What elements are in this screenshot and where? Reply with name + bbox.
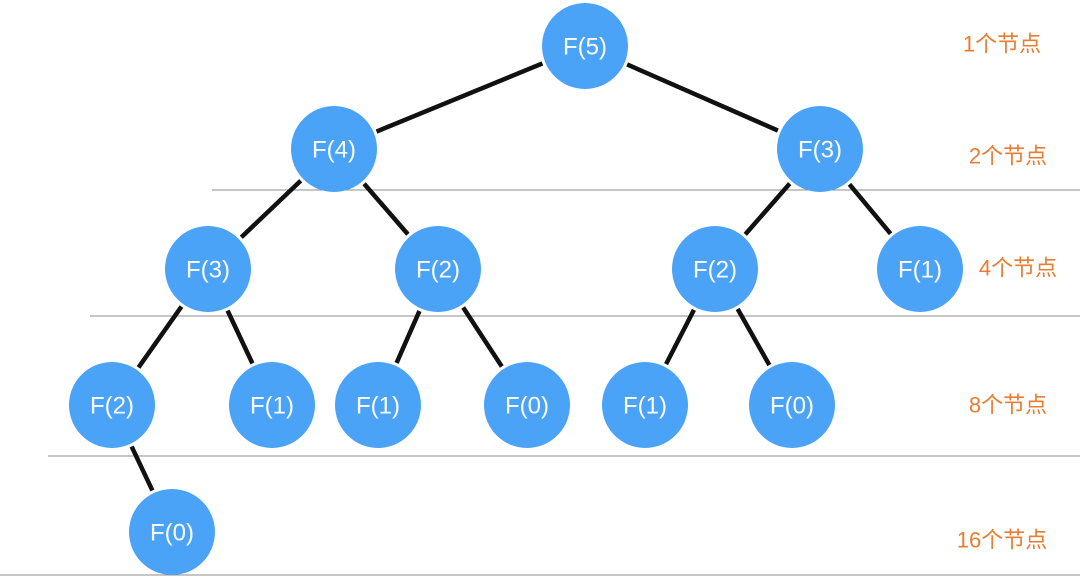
node-circle [484, 362, 570, 448]
level-dividers [0, 189, 1080, 576]
node-circle [165, 226, 251, 312]
tree-edge [461, 306, 504, 368]
node-circle [877, 226, 963, 312]
node-label: F(0) [505, 393, 549, 420]
tree-edge [664, 308, 696, 366]
tree-node: F(5) [542, 3, 628, 89]
tree-edge [129, 445, 155, 492]
node-label: F(1) [250, 393, 294, 420]
tree-node: F(0) [484, 362, 570, 448]
node-label: F(2) [90, 393, 134, 420]
tree-node: F(1) [602, 362, 688, 448]
node-circle [602, 362, 688, 448]
tree-edge [136, 305, 184, 369]
tree-node: F(0) [129, 489, 215, 575]
node-label: F(3) [798, 137, 842, 164]
node-circle [69, 362, 155, 448]
node-label: F(2) [693, 257, 737, 284]
level-label-1: 1个节点 [963, 32, 1041, 57]
tree-node: F(1) [335, 362, 421, 448]
node-circle [229, 362, 315, 448]
node-circle [395, 226, 481, 312]
level-label-3: 4个节点 [979, 256, 1057, 281]
node-label: F(1) [898, 257, 942, 284]
tree-node: F(3) [165, 226, 251, 312]
tree-node: F(2) [69, 362, 155, 448]
tree-edge [743, 182, 792, 236]
node-label: F(0) [150, 520, 194, 547]
node-circle [129, 489, 215, 575]
level-label-4: 8个节点 [969, 393, 1047, 418]
tree-node: F(3) [777, 106, 863, 192]
node-label: F(3) [186, 257, 230, 284]
node-circle [777, 106, 863, 192]
tree-node: F(1) [229, 362, 315, 448]
level-label-2: 2个节点 [969, 144, 1047, 169]
node-label: F(1) [356, 393, 400, 420]
tree-edges [129, 61, 893, 492]
tree-node: F(1) [877, 226, 963, 312]
node-label: F(5) [563, 34, 607, 61]
node-circle [542, 3, 628, 89]
tree-node: F(2) [672, 226, 758, 312]
tree-edge [394, 310, 422, 364]
tree-node: F(0) [749, 362, 835, 448]
node-circle [291, 106, 377, 192]
level-label-5: 16个节点 [957, 528, 1047, 553]
tree-node: F(2) [395, 226, 481, 312]
tree-edge [847, 182, 893, 236]
tree-edge [362, 182, 410, 236]
node-label: F(1) [623, 393, 667, 420]
tree-nodes: F(5) F(4) F(3) F(3) F(2) F(2) F(1) F(2) F(1) F(1)… [69, 3, 963, 575]
tree-edge [225, 309, 255, 365]
tree-edge [375, 61, 544, 134]
node-circle [749, 362, 835, 448]
node-label: F(4) [312, 137, 356, 164]
node-circle [672, 226, 758, 312]
node-label: F(0) [770, 393, 814, 420]
level-labels: 1个节点 2个节点 4个节点 8个节点 16个节点 [957, 32, 1057, 553]
tree-edge [626, 62, 779, 133]
node-circle [335, 362, 421, 448]
tree-edge [735, 307, 772, 367]
node-label: F(2) [416, 257, 460, 284]
tree-edge [239, 179, 303, 239]
tree-node: F(4) [291, 106, 377, 192]
